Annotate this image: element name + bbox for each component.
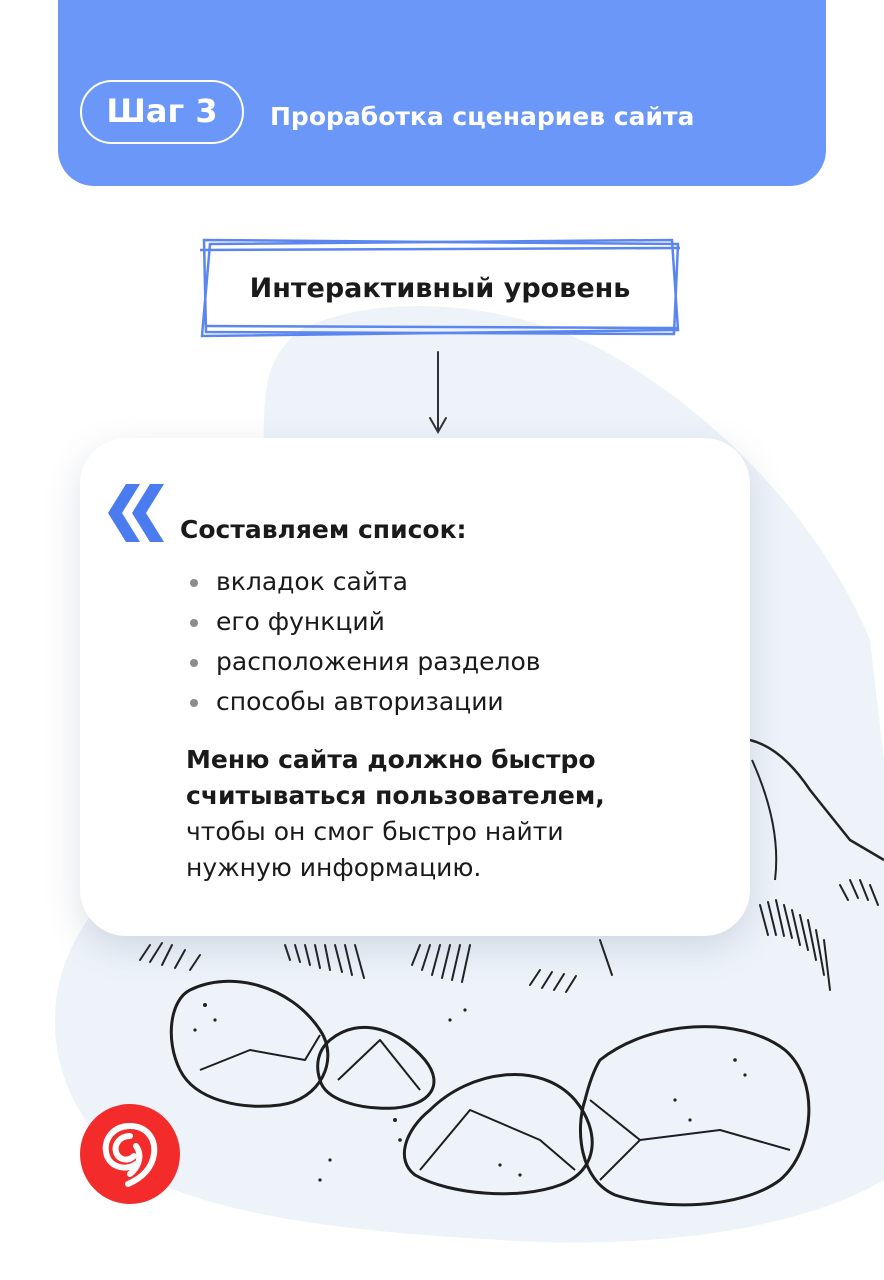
level-title: Интерактивный уровень [249,272,631,304]
step-badge: Шаг 3 [80,80,244,144]
header-banner [58,0,826,186]
bullet-dot-icon [190,579,198,587]
mountain-inner-line [751,759,778,881]
list-item: вкладок сайта [186,562,541,602]
bullet-dot-icon [190,659,198,667]
header-subtitle: Проработка сценариев сайта [270,102,695,131]
hatch-strokes-right [759,879,879,991]
list-item: его функций [186,602,541,642]
note-bold-line: Меню сайта должно быстро [186,745,596,774]
bullet-dot-icon [190,619,198,627]
sketch-frame [200,238,680,338]
note-regular-line: нужную информацию. [186,853,482,882]
note-regular-line: чтобы он смог быстро найти [186,817,564,846]
list-item: расположения разделов [186,642,541,682]
feature-list: вкладок сайта его функций расположения р… [186,562,541,722]
level-box: Интерактивный уровень [200,238,680,338]
speckles [193,1003,747,1182]
brand-logo-icon [80,1104,180,1204]
card-heading: Составляем список: [180,515,467,544]
note-bold-line: считываться пользователем, [186,781,605,810]
hatch-strokes-bottom [139,939,613,993]
double-chevron-left-icon [108,484,164,542]
list-item: способы авторизации [186,682,541,722]
card-note: Меню сайта должно быстро считываться пол… [186,742,726,886]
content-card [80,438,750,936]
mountain-outline [749,738,884,862]
stones [169,979,811,1207]
arrow-down-icon [429,351,447,435]
bullet-dot-icon [190,699,198,707]
